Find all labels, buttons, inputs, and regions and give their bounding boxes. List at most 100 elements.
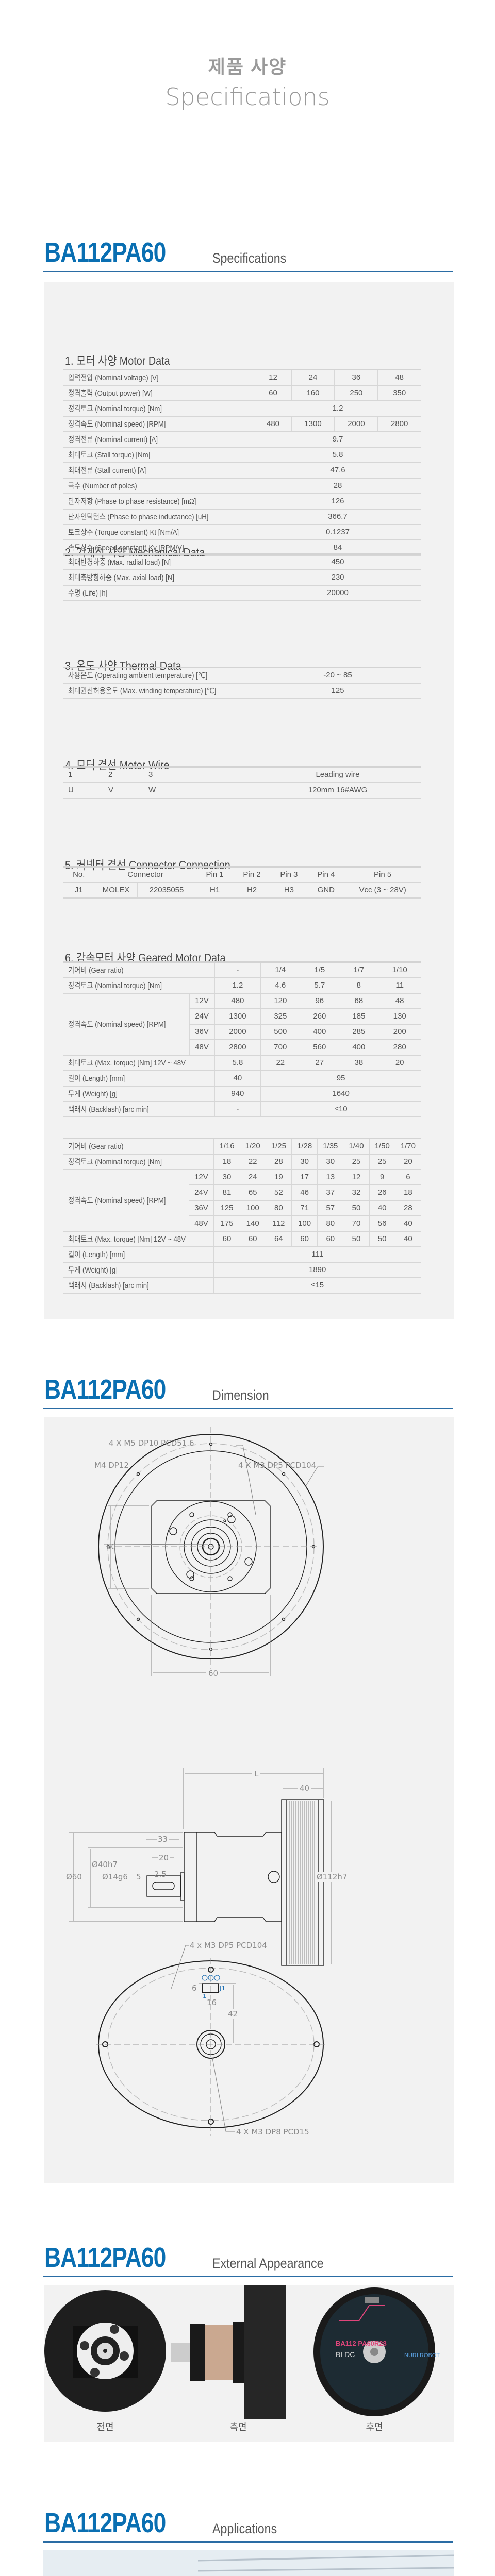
- callout-rear-m3: 4 x M3 DP5 PCD104: [190, 1941, 267, 1950]
- cell: 1640: [260, 1085, 421, 1102]
- cell: 48V: [188, 1215, 214, 1232]
- motor-data-table: 입력전압 (Nominal voltage) [V] 12 24 36 48 정…: [63, 369, 421, 556]
- cell: 36V: [188, 1199, 214, 1216]
- cell: 125: [213, 1199, 240, 1216]
- callout-m3: 4 X M3 DP5 PCD104: [238, 1461, 317, 1470]
- section-header-applications: BA112PA60 Applications: [43, 2501, 453, 2543]
- table-row: 최대토크 (Max. torque) [Nm] 12V ~ 48V 60 60 …: [63, 1230, 421, 1247]
- cell: 30: [291, 1153, 318, 1170]
- table-row: 극수 (Number of poles) 28: [63, 477, 421, 494]
- row-label: 정격출력 (Output power) [W]: [68, 389, 153, 398]
- front-view-image: [44, 2290, 166, 2412]
- table-row: 토크상수 (Torque constant) Kt [Nm/A]0.1237: [63, 523, 421, 540]
- cell: 30: [317, 1153, 343, 1170]
- dim-width: 60: [206, 1669, 221, 1678]
- table-row: 속도상수 (Speed constant) Kv [RPM/V]84: [63, 539, 421, 556]
- table-row: 최대권선허용온도 (Max. winding temperature) [℃]1…: [63, 682, 421, 699]
- cell: GND: [307, 882, 345, 899]
- cell: 36: [334, 369, 378, 386]
- cell: No.: [63, 866, 95, 883]
- svg-text:BLDC: BLDC: [336, 2350, 355, 2359]
- cell: 12V: [188, 1168, 214, 1185]
- cell: 50: [369, 1230, 395, 1247]
- table-row: 기어비 (Gear ratio) 1/16 1/20 1/25 1/28 1/3…: [63, 1138, 421, 1155]
- cell: 28: [265, 1153, 292, 1170]
- cell: 1/16: [213, 1138, 240, 1155]
- view-caption-front: 전면: [96, 2422, 114, 2432]
- dim-conn-width: 16: [207, 1998, 217, 2007]
- spec-panel: 1. 모터 사양 Motor Data 입력전압 (Nominal voltag…: [44, 282, 454, 1319]
- row-label: 최대토크 (Max. torque) [Nm] 12V ~ 48V: [68, 1235, 186, 1244]
- cell: 480: [214, 992, 261, 1009]
- conn-label: J1: [220, 1985, 226, 1992]
- cell: 28: [255, 477, 421, 494]
- cell: 1890: [213, 1261, 421, 1278]
- cell: Pin 2: [233, 866, 271, 883]
- row-label: 최대축방향하중 (Max. axial load) [N]: [68, 573, 175, 582]
- cell: Pin 1: [195, 866, 234, 883]
- cell: 95: [260, 1070, 421, 1087]
- cell: 40: [214, 1070, 261, 1087]
- cell: 28: [394, 1199, 421, 1216]
- cell: 120: [260, 992, 300, 1009]
- dim-L: L: [252, 1769, 261, 1778]
- svg-text:NURI ROBOT: NURI ROBOT: [404, 2352, 440, 2359]
- cell: -: [214, 961, 261, 978]
- pin1-label: 1: [203, 1993, 206, 1999]
- cell: 700: [260, 1039, 300, 1056]
- row-label: 극수 (Number of poles): [68, 482, 137, 490]
- row-label: 정격토크 (Nominal torque) [Nm]: [68, 1158, 162, 1166]
- cell: 2800: [377, 415, 421, 432]
- row-label: 수명 (Life) [h]: [68, 589, 108, 598]
- row-label: 최대토크 (Stall torque) [Nm]: [68, 451, 151, 460]
- cell: 24V: [189, 1008, 214, 1025]
- cell: 80: [317, 1215, 343, 1232]
- table-row: 단자저항 (Phase to phase resistance) [mΩ]126: [63, 493, 421, 510]
- cell: 285: [339, 1023, 378, 1040]
- cell: 24: [291, 369, 335, 386]
- row-label: 백래시 (Backlash) [arc min]: [68, 1105, 149, 1114]
- cell: 9.7: [255, 431, 421, 448]
- cell: 126: [255, 493, 421, 510]
- table-row: 수명 (Life) [h]20000: [63, 584, 421, 601]
- cell: 2: [103, 766, 143, 783]
- table-row: 길이 (Length) [mm] 40 95: [63, 1070, 421, 1087]
- section-header-specifications: BA112PA60 Specifications: [43, 231, 453, 272]
- mechanical-data-table: 최대반경하중 (Max. radial load) [N] 450 최대축방향하중…: [63, 553, 421, 601]
- cell: 111: [213, 1246, 421, 1263]
- table-row: J1 MOLEX 22035055 H1 H2 H3 GND Vcc (3 ~ …: [63, 882, 421, 899]
- geared-data-table-2: 기어비 (Gear ratio) 1/16 1/20 1/25 1/28 1/3…: [63, 1138, 421, 1294]
- motor-views: BA112 PA60R28 BLDC NURI ROBOT: [44, 2285, 440, 2419]
- cell: 1.2: [255, 400, 421, 417]
- view-caption-rear: 후면: [366, 2422, 383, 2432]
- section-subtitle: External Appearance: [212, 2256, 324, 2271]
- cell: 450: [255, 553, 421, 570]
- cell: 24: [239, 1168, 266, 1185]
- dim-pilot-dia: Ø40h7: [92, 1860, 118, 1869]
- cell: 47.6: [255, 462, 421, 479]
- cell: 560: [300, 1039, 339, 1056]
- thermal-data-table: 사용온도 (Operating ambient temperature) [℃]…: [63, 667, 421, 699]
- row-label: 백래시 (Backlash) [arc min]: [68, 1281, 149, 1290]
- cell: 480: [254, 415, 292, 432]
- dim-body: 40: [298, 1784, 312, 1793]
- cell: H3: [270, 882, 308, 899]
- cell: U: [63, 782, 103, 799]
- cell: 60: [213, 1230, 240, 1247]
- row-label: 최대반경하중 (Max. radial load) [N]: [68, 558, 171, 567]
- cell: 18: [394, 1184, 421, 1201]
- row-label: 정격전류 (Nominal current) [A]: [68, 435, 158, 444]
- table-row: 정격출력 (Output power) [W] 60 160 250 350: [63, 384, 421, 401]
- connector-table: No. Connector Pin 1 Pin 2 Pin 3 Pin 4 Pi…: [63, 866, 421, 899]
- cell: 5.7: [300, 977, 339, 994]
- cell: 36V: [189, 1023, 214, 1040]
- cell: 12: [343, 1168, 370, 1185]
- factory-photo: [43, 2550, 454, 2576]
- table-row: 최대토크 (Stall torque) [Nm] 5.8: [63, 446, 421, 463]
- cell: 1/4: [260, 961, 300, 978]
- cell: 1/5: [300, 961, 339, 978]
- cell: 56: [369, 1215, 395, 1232]
- table-row: 정격전류 (Nominal current) [A] 9.7: [63, 431, 421, 448]
- cell: 5.8: [255, 446, 421, 463]
- table-row: 1 2 3 Leading wire: [63, 766, 421, 783]
